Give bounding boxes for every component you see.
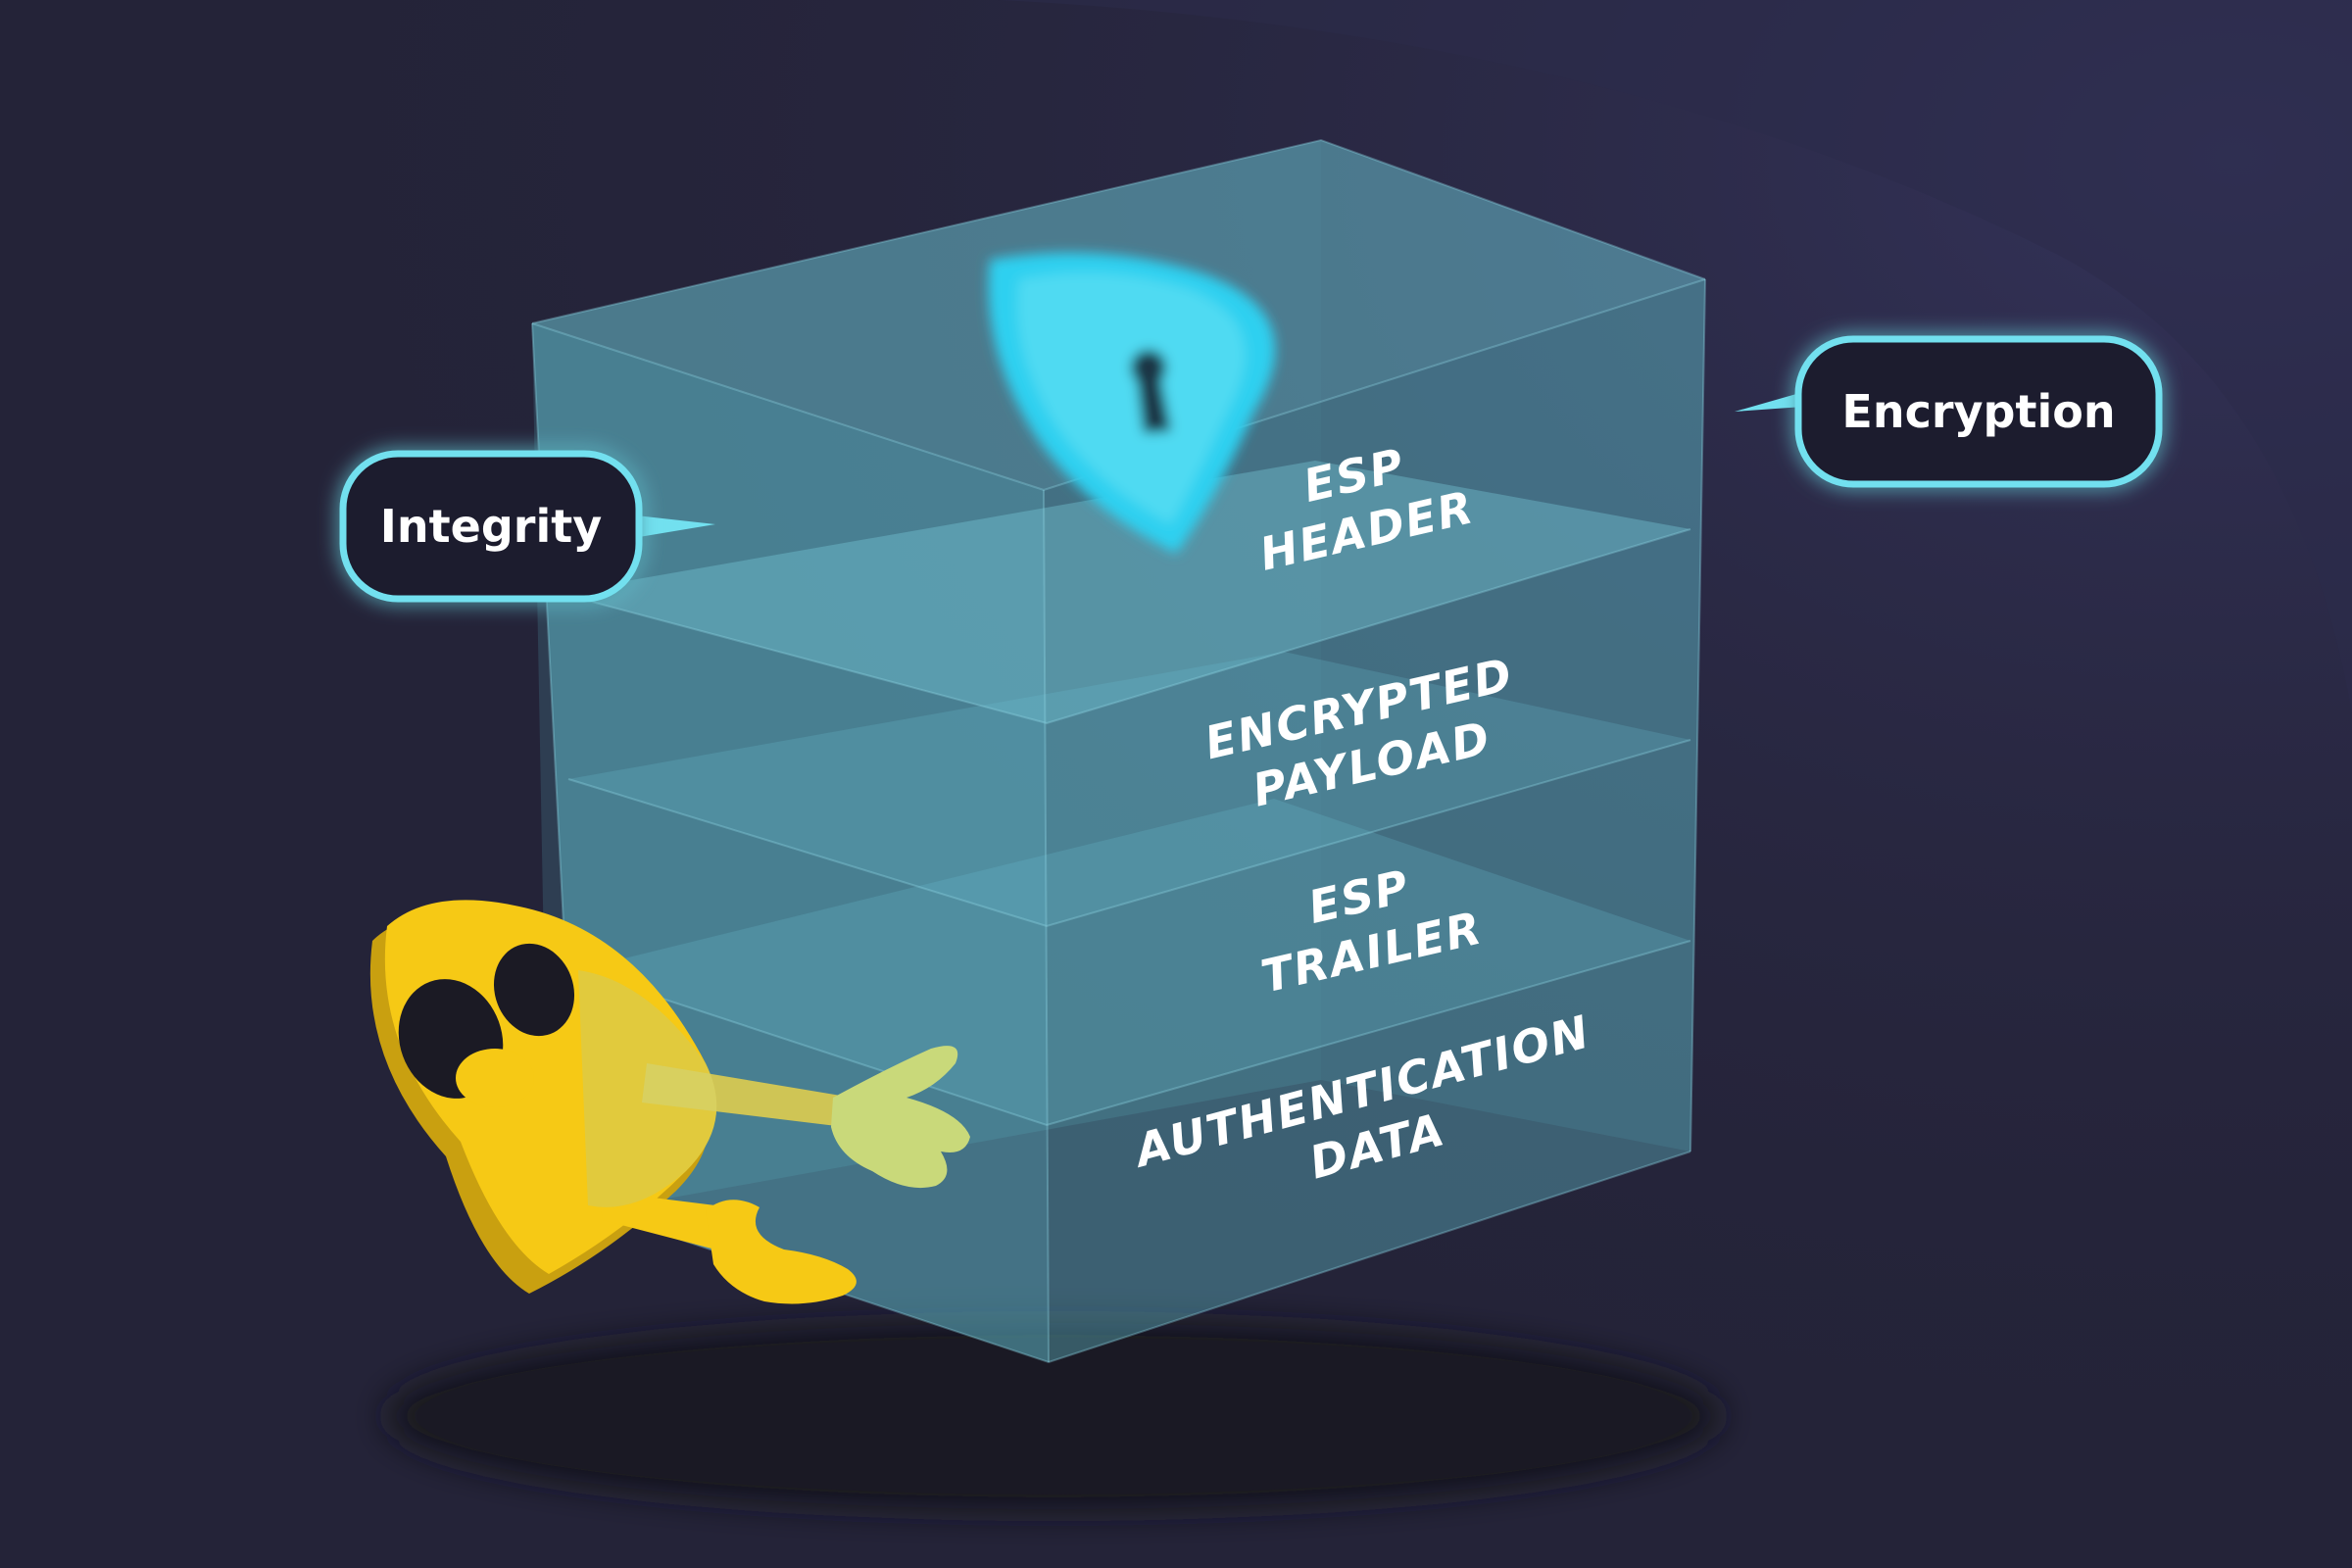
background-curve bbox=[608, 0, 2352, 1254]
integrity-callout: Integrity bbox=[339, 450, 715, 603]
layer-label-encrypted-payload: ENCRYPTED PAYLOAD bbox=[1200, 648, 1518, 817]
box-back-right bbox=[1321, 140, 1705, 1152]
integrity-label: Integrity bbox=[380, 500, 602, 553]
layer-plane-2 bbox=[568, 652, 1690, 926]
encryption-callout: Encryption bbox=[1735, 335, 2163, 488]
layer-plane-3 bbox=[576, 799, 1690, 1125]
box-right-face bbox=[1044, 279, 1705, 1362]
encryption-label: Encryption bbox=[1841, 385, 2115, 438]
shield-lock-icon bbox=[988, 252, 1276, 554]
floor-shadow-core bbox=[416, 1338, 1690, 1494]
key-mascot-icon bbox=[369, 900, 970, 1304]
layer-plane-1 bbox=[559, 461, 1690, 723]
box-edges bbox=[531, 138, 1706, 1364]
